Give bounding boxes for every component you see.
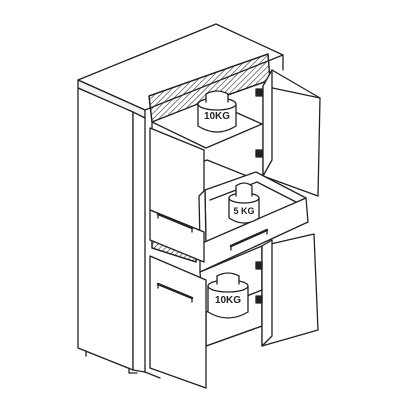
lower-right-door: [255, 233, 319, 347]
weight-bottom-shelf: [207, 272, 249, 319]
upper-right-door: [255, 69, 321, 197]
weight-top-shelf: [197, 90, 237, 133]
weight-label-bottom: 10KG: [215, 295, 241, 306]
weight-label-top: 10KG: [204, 111, 230, 122]
weight-label-drawer: 5 KG: [233, 206, 254, 216]
left-middle-panel: [149, 209, 205, 263]
weight-drawer: [228, 182, 260, 224]
cabinet-body: [77, 23, 284, 379]
